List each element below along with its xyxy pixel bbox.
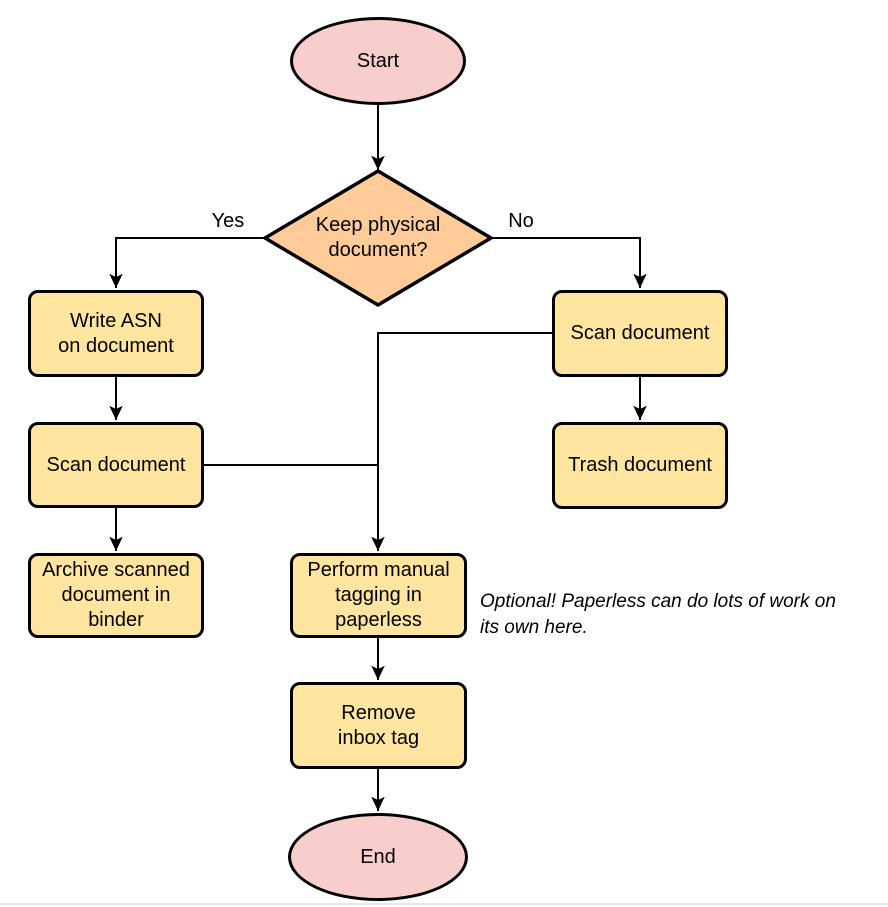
edge-no-decision-to-scan-right [491,237,647,288]
node-decision-shape [263,169,493,307]
node-scan-document-left: Scan document [28,422,204,508]
optional-note: Optional! Paperless can do lots of work … [480,591,836,638]
node-archive-document: Archive scanned document in binder [28,553,204,638]
page-bottom-border [0,903,888,905]
edge-scan-right-to-tagging [371,332,552,551]
edge-label-yes: Yes [211,210,245,232]
node-remove-inbox-tag: Remove inbox tag [290,682,467,769]
node-manual-tagging: Perform manual tagging in paperless [290,553,467,638]
edge-label-no: No [508,210,534,232]
node-write-asn: Write ASN on document [28,290,204,377]
node-end: End [288,813,468,901]
node-scan-document-right: Scan document [552,290,728,377]
node-trash-document: Trash document [552,422,728,509]
edge-yes-decision-to-write-asn [109,237,265,288]
node-start: Start [290,17,466,105]
node-decision-label: Keep physical document? [315,214,441,261]
